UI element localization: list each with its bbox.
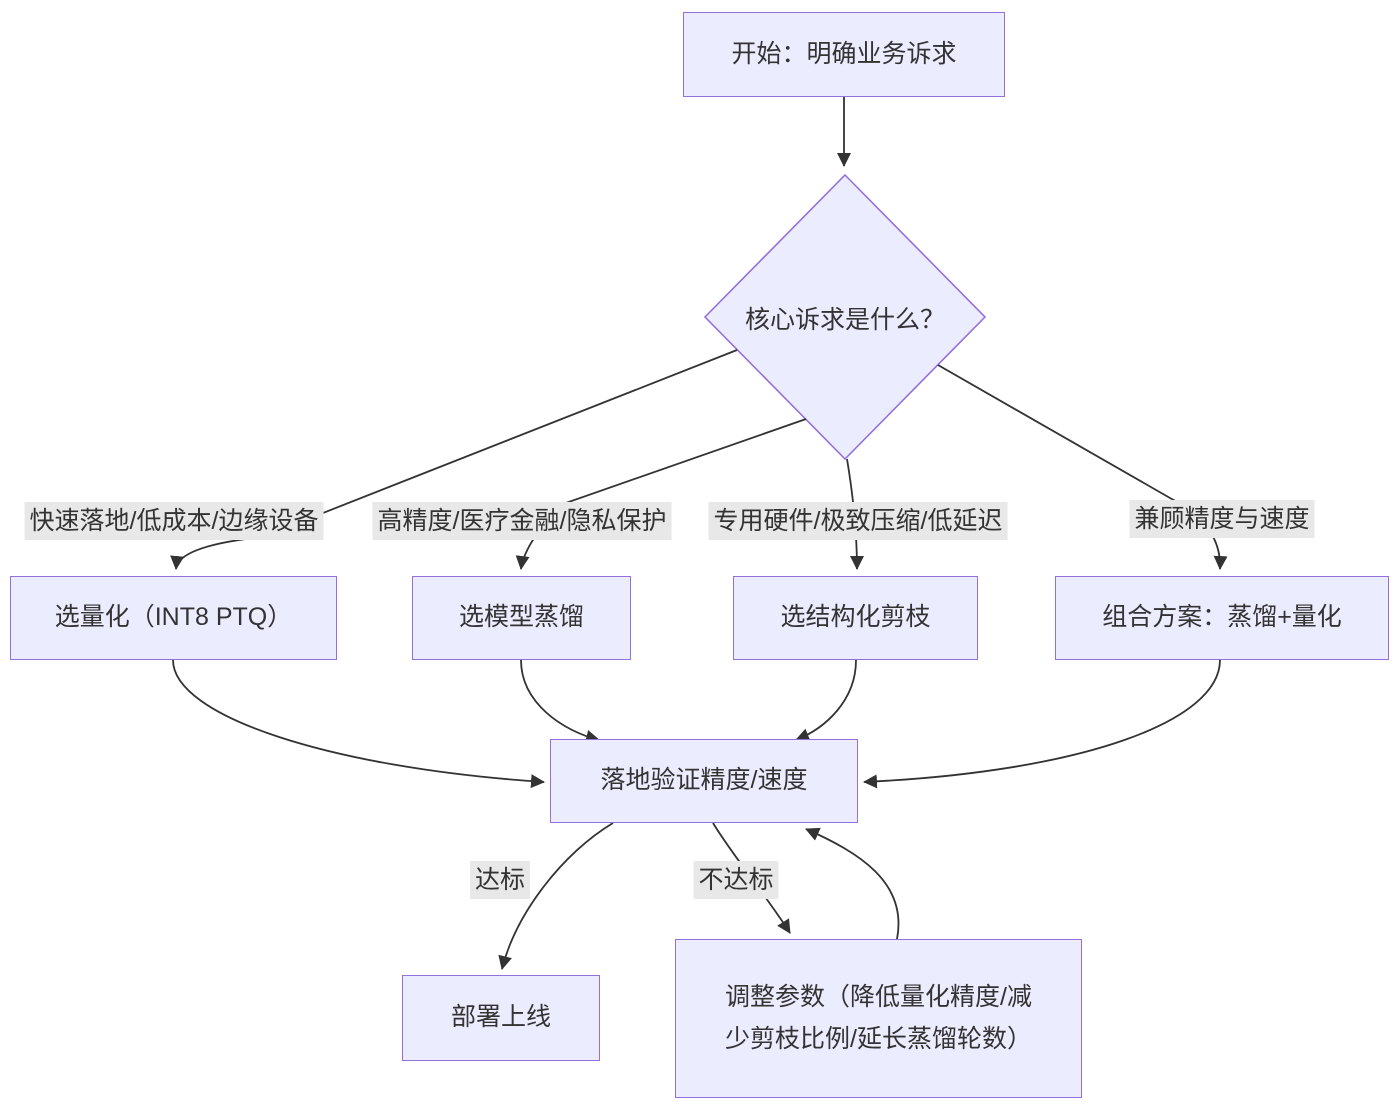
node-deploy-label: 部署上线	[450, 1003, 551, 1032]
edge-label-special-hardware-low-latency: 专用硬件/极致压缩/低延迟	[708, 502, 1008, 540]
edge-prune-to-validate	[795, 659, 857, 742]
node-distillation-label: 选模型蒸馏	[458, 603, 584, 632]
edge-validate-to-deploy	[498, 822, 614, 970]
node-distillation: 选模型蒸馏	[412, 576, 631, 660]
node-start-label: 开始：明确业务诉求	[731, 39, 957, 68]
node-combo-plan: 组合方案：蒸馏+量化	[1055, 576, 1389, 660]
edge-label-pass: 达标	[469, 861, 531, 899]
node-deploy: 部署上线	[402, 975, 600, 1061]
node-validate: 落地验证精度/速度	[550, 739, 858, 823]
edge-distill-to-validate	[520, 659, 600, 744]
edge-label-fail: 不达标	[693, 861, 779, 899]
node-structured-pruning: 选结构化剪枝	[733, 576, 978, 660]
node-adjust-params-label: 调整参数（降低量化精度/减少剪枝比例/延长蒸馏轮数）	[725, 983, 1032, 1053]
edge-label-fast-lowcost-edge-device: 快速落地/低成本/边缘设备	[24, 502, 324, 540]
edge-label-balance-accuracy-speed: 兼顾精度与速度	[1129, 500, 1315, 538]
decision-diamond-shape	[703, 173, 987, 461]
node-combo-plan-label: 组合方案：蒸馏+量化	[1102, 603, 1342, 632]
node-validate-label: 落地验证精度/速度	[600, 766, 808, 795]
edge-combo-to-validate	[863, 659, 1221, 789]
node-quantization: 选量化（INT8 PTQ）	[10, 576, 337, 660]
node-start: 开始：明确业务诉求	[683, 12, 1005, 97]
node-structured-pruning-label: 选结构化剪枝	[780, 603, 931, 632]
edge-decision-to-distill	[515, 418, 807, 570]
edge-quant-to-validate	[172, 659, 545, 789]
node-decision: 核心诉求是什么？	[744, 306, 946, 334]
node-quantization-label: 选量化（INT8 PTQ）	[54, 603, 293, 632]
edge-adjust-loop-to-validate	[805, 827, 900, 940]
node-adjust-params: 调整参数（降低量化精度/减少剪枝比例/延长蒸馏轮数）	[675, 939, 1082, 1098]
edge-label-high-accuracy-privacy: 高精度/医疗金融/隐私保护	[372, 502, 672, 540]
